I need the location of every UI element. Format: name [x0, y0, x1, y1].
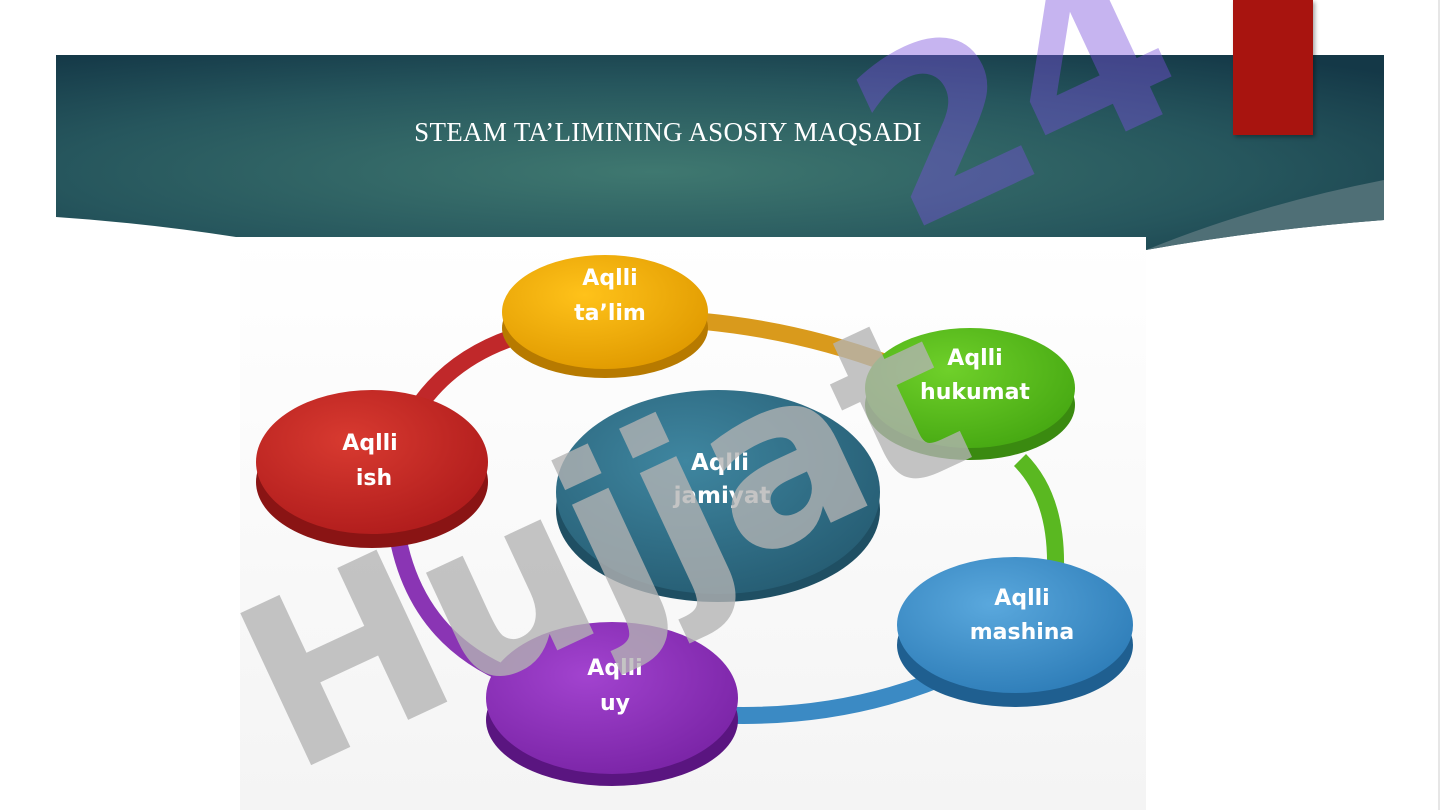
center-node-line1: Aqlli — [691, 450, 749, 476]
node-education-line2: ta’lim — [574, 301, 646, 326]
node-work-line2: ish — [356, 466, 392, 491]
node-government-line2: hukumat — [920, 380, 1030, 405]
node-government-line1: Aqlli — [947, 346, 1002, 371]
node-home-line2: uy — [600, 691, 630, 716]
ring-segment-home-work — [386, 518, 523, 688]
header-band — [56, 55, 1384, 250]
slide-title: STEAM TA’LIMINING ASOSIY MAQSADI — [414, 117, 922, 147]
node-smart-car — [897, 557, 1133, 693]
node-smart-home — [486, 622, 738, 774]
node-education-line1: Aqlli — [582, 266, 637, 291]
center-node-smart-society — [556, 390, 880, 594]
node-car-line2: mashina — [970, 620, 1075, 645]
node-smart-government — [865, 328, 1075, 448]
node-smart-education — [502, 255, 708, 369]
slide-right-border — [1438, 0, 1440, 810]
smart-society-diagram: Aqlli jamiyat Aqlli ta’lim Aqlli hukumat… — [240, 237, 1146, 810]
red-accent-tab — [1233, 0, 1313, 135]
center-node-line2: jamiyat — [673, 483, 771, 509]
node-work-line1: Aqlli — [342, 431, 397, 456]
node-home-line1: Aqlli — [587, 656, 642, 681]
node-car-line1: Aqlli — [994, 586, 1049, 611]
node-smart-work — [256, 390, 488, 534]
